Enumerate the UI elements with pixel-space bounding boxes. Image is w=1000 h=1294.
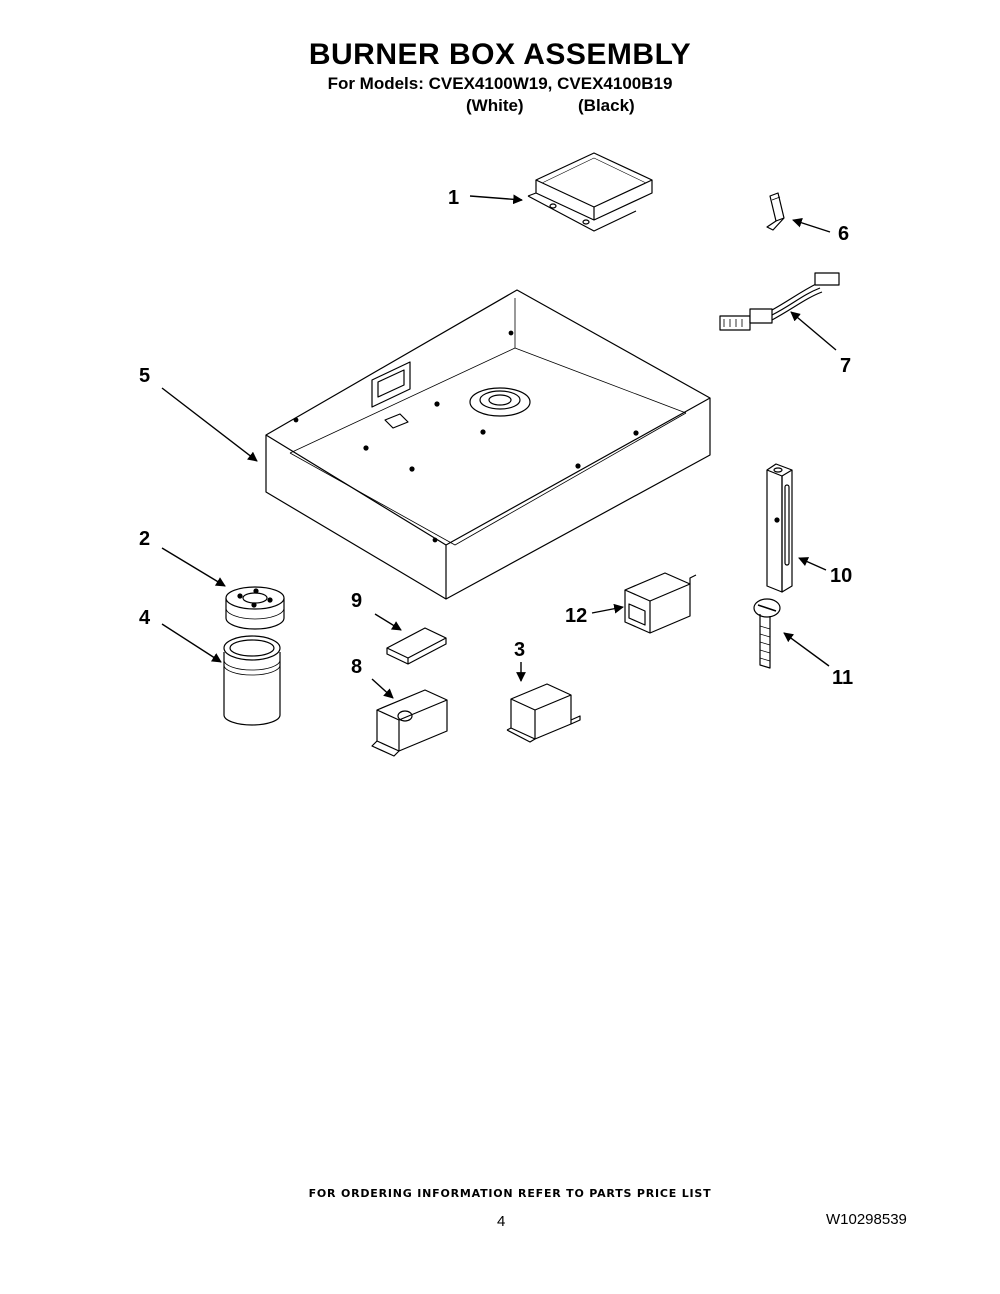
page-number: 4	[497, 1213, 506, 1230]
arrow-8	[371, 678, 394, 699]
color-white-label: (White)	[466, 96, 524, 115]
callout-5: 5	[139, 365, 150, 387]
callout-3: 3	[514, 639, 525, 661]
part-4-burner-base	[223, 635, 281, 726]
part-5-burner-box	[265, 289, 711, 600]
arrow-2	[161, 547, 226, 587]
models-line: For Models: CVEX4100W19, CVEX4100B19	[327, 74, 673, 93]
arrow-7	[790, 311, 837, 351]
part-10-bracket	[766, 463, 793, 593]
part-8-box-bracket	[371, 689, 448, 757]
callout-7: 7	[840, 355, 851, 377]
ordering-note: FOR ORDERING INFORMATION REFER TO PARTS …	[308, 1187, 712, 1200]
color-black-label: (Black)	[578, 96, 635, 115]
callout-12: 12	[565, 605, 587, 627]
part-11-screw	[753, 598, 781, 669]
arrow-4	[161, 623, 222, 663]
leader-arrows	[161, 194, 837, 699]
arrow-11	[783, 632, 830, 667]
part-12-mounting-box	[624, 572, 697, 634]
arrow-5	[161, 387, 258, 462]
part-9-plate	[386, 627, 447, 665]
arrow-9	[374, 613, 402, 631]
document-number: W10298539	[826, 1211, 907, 1228]
part-1-cover-plate	[527, 152, 653, 232]
part-6-clip	[766, 192, 785, 231]
callout-6: 6	[838, 223, 849, 245]
part-7-wiring-harness	[719, 272, 840, 331]
page-title: BURNER BOX ASSEMBLY	[308, 38, 692, 71]
part-3-component-box	[506, 683, 581, 743]
callout-8: 8	[351, 656, 362, 678]
callout-11: 11	[832, 667, 853, 689]
arrow-1	[469, 194, 523, 205]
callout-4: 4	[139, 607, 151, 629]
arrow-6	[792, 218, 831, 233]
arrow-12	[591, 603, 624, 614]
callout-10: 10	[830, 565, 852, 587]
callout-2: 2	[139, 528, 150, 550]
callout-9: 9	[351, 590, 362, 612]
callout-1: 1	[448, 187, 459, 209]
arrow-10	[798, 557, 827, 571]
part-2-burner-cap	[225, 586, 285, 630]
